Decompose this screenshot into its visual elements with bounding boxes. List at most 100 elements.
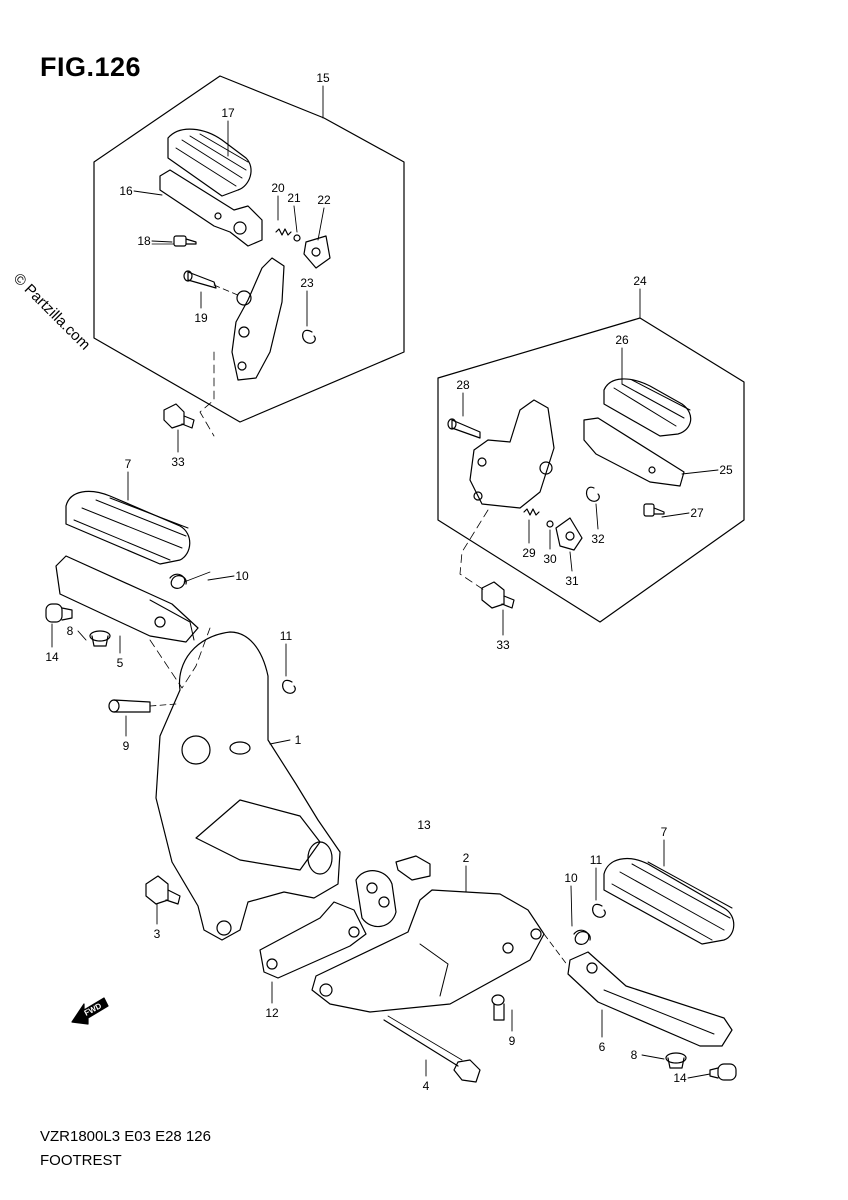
callout-leader-c27 [661,512,690,518]
callout-label-c16: 16 [119,184,133,198]
callout-label-c10a: 10 [235,569,249,583]
callout-label-c3: 3 [154,927,161,941]
callout-label-c9b: 9 [509,1034,516,1048]
callout-label-c21: 21 [287,191,301,205]
callout-label-c13: 13 [417,818,431,832]
callout-leader-c25 [681,469,719,475]
spring-10-left [169,571,211,589]
group-box-24 [437,317,745,623]
section-name: FOOTREST [40,1152,122,1169]
bracket-2 [311,889,545,1013]
callout-label-c32: 32 [591,532,605,546]
callout-leader-c10b [570,885,573,927]
callout-leader-c31 [569,551,573,572]
callout-label-c33a: 33 [171,455,185,469]
fwd-arrow-icon: FWD [71,997,109,1025]
footpeg-rubber-7-left [65,490,191,565]
plate-12 [259,901,367,979]
leader-dash-upper [199,351,215,437]
callout-label-c12: 12 [265,1006,279,1020]
ball-30 [546,520,554,528]
callout-label-c7a: 7 [125,457,132,471]
callout-leader-c18 [151,240,173,243]
footpeg-holder-right [469,399,555,509]
callout-leader-c21 [293,205,298,233]
e-ring-23 [302,329,316,344]
callout-label-c7b: 7 [661,825,668,839]
callout-label-c27: 27 [690,506,704,520]
plate-13 [355,855,431,928]
callout-label-c23: 23 [300,276,314,290]
callout-leader-c32 [595,503,599,530]
group-box-15 [93,75,405,423]
callout-label-c11a: 11 [280,629,293,643]
pin-9-left [108,699,177,713]
footpeg-rubber-7-right [603,857,735,945]
callout-label-c29: 29 [522,546,536,560]
footpeg-bracket-16 [159,169,263,247]
footpeg-rubber-17 [167,128,252,197]
callout-label-c11b: 11 [590,853,603,867]
spring-29 [523,508,540,516]
callout-leader-c8a [77,630,87,641]
leader-dash-lower [543,933,569,967]
callout-label-c26: 26 [615,333,629,347]
plate-22 [303,235,331,269]
callout-label-c9a: 9 [123,739,130,753]
bolt-33-right [481,581,515,609]
bolt-18 [151,235,197,247]
e-ring-32 [585,486,600,502]
callout-label-c28: 28 [456,378,470,392]
figure-title: FIG.126 [40,52,142,82]
callout-label-c14a: 14 [45,650,59,664]
footpeg-holder-plate [231,257,285,381]
leader-dash-right [459,509,489,591]
callout-leader-c8b [641,1054,665,1060]
callout-label-c1: 1 [295,733,302,747]
callout-label-c8b: 8 [631,1048,638,1062]
callout-label-c8a: 8 [67,624,74,638]
callout-label-c14b: 14 [673,1071,687,1085]
bracket-1 [155,631,341,941]
callout-label-c20: 20 [271,181,285,195]
callout-label-c6: 6 [599,1040,606,1054]
callout-leader-c22 [317,207,325,241]
callout-label-c4: 4 [423,1079,430,1093]
cushion-8-right [665,1052,687,1069]
callout-label-c17: 17 [221,106,235,120]
plate-31 [555,517,583,551]
footpeg-bracket-25 [583,417,685,487]
bolt-27 [643,503,665,517]
callout-leader-c1 [269,739,291,745]
pin-9-right [491,994,505,1021]
callout-label-c18: 18 [137,234,151,248]
callout-label-c24: 24 [633,274,647,288]
model-code: VZR1800L3 E03 E28 126 [40,1128,211,1145]
callout-label-c31: 31 [565,574,579,588]
callout-label-c5: 5 [117,656,124,670]
callout-label-c33b: 33 [496,638,510,652]
bolt-4 [383,1015,481,1083]
footpeg-6-right [567,951,733,1047]
footpeg-5-left [55,555,199,643]
callout-label-c30: 30 [543,552,557,566]
callout-leader-c16 [133,190,163,196]
ball-21 [293,234,301,242]
leader-dash-left [149,627,211,689]
callout-label-c10b: 10 [564,871,578,885]
e-ring-11-right [592,903,606,918]
pin-28 [447,418,481,439]
callout-leader-c10a [207,575,235,581]
bolt-3 [145,875,181,905]
e-ring-11-left [282,679,296,694]
pin-19 [183,270,241,297]
stopper-14-right [709,1063,737,1081]
stopper-14-left [45,603,73,623]
bolt-33-upper [163,403,195,429]
cushion-8-left [89,630,111,647]
callout-label-c15: 15 [316,71,330,85]
callout-label-c25: 25 [719,463,733,477]
